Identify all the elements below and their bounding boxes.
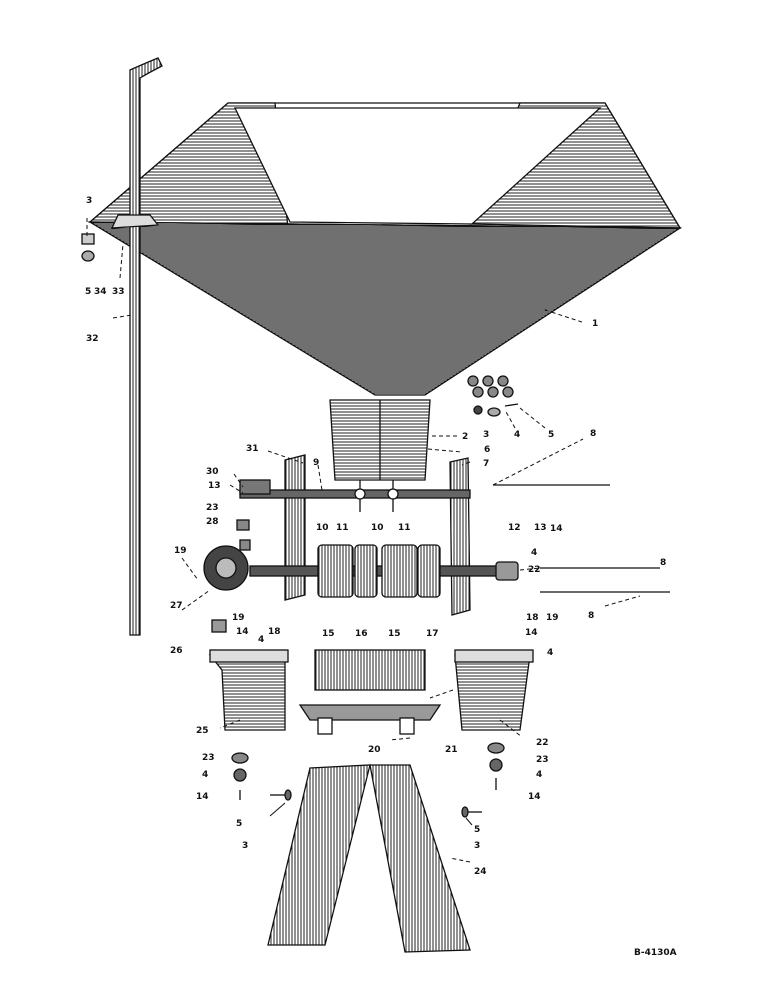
callout: 8 <box>588 611 594 621</box>
right-side-plate <box>449 457 471 616</box>
callout: 30 <box>206 467 219 477</box>
spout <box>267 764 471 953</box>
left-lower-bracket <box>208 649 289 731</box>
hopper <box>87 102 683 396</box>
long-bolts <box>493 484 670 593</box>
callout: 15 <box>388 629 401 639</box>
agitator-shaft <box>239 480 471 512</box>
callout: 28 <box>206 517 219 527</box>
feed-rolls <box>317 544 441 598</box>
callout: 5 <box>548 430 554 440</box>
callout: 8 <box>660 558 666 568</box>
callout: 25 <box>196 726 209 736</box>
lower-fasteners <box>231 742 505 818</box>
callout: 22 <box>536 738 549 748</box>
callout: 7 <box>483 459 489 469</box>
callout: 23 <box>206 503 219 513</box>
callout: 21 <box>445 745 458 755</box>
rod-fasteners <box>81 233 95 262</box>
callout: 15 <box>322 629 335 639</box>
callout: 18 <box>268 627 281 637</box>
callout: 16 <box>355 629 368 639</box>
callout: 14 <box>236 627 249 637</box>
callout: 3 <box>483 430 489 440</box>
callout: 23 <box>202 753 215 763</box>
callout: 4 <box>514 430 520 440</box>
callout: 5 <box>85 287 91 297</box>
callout: 32 <box>86 334 99 344</box>
callout: 20 <box>368 745 381 755</box>
bearing <box>495 561 519 581</box>
callout: 4 <box>547 648 553 658</box>
callout: 14 <box>550 524 563 534</box>
callout: 5 <box>236 819 242 829</box>
callout: 14 <box>528 792 541 802</box>
callout: 19 <box>232 613 245 623</box>
callout: 27 <box>170 601 183 611</box>
callout: 26 <box>170 646 183 656</box>
gate-support <box>298 704 442 735</box>
callout: 10 <box>316 523 329 533</box>
callout: 11 <box>336 523 349 533</box>
callout: 17 <box>426 629 439 639</box>
agitator-rod <box>129 57 163 636</box>
callout: 4 <box>202 770 208 780</box>
rod-bracket <box>110 214 160 229</box>
callout: 10 <box>371 523 384 533</box>
callout: 9 <box>313 458 319 468</box>
callout: 31 <box>246 444 259 454</box>
callout: 13 <box>534 523 547 533</box>
right-lower-bracket <box>454 649 534 731</box>
drive-gear <box>203 545 249 591</box>
left-side-plate <box>284 454 306 601</box>
callout: 19 <box>546 613 559 623</box>
callout: 1 <box>592 319 598 329</box>
callout: 4 <box>531 548 537 558</box>
drawing-code: B-4130A <box>634 948 677 958</box>
callout: 4 <box>258 635 264 645</box>
callout: 6 <box>484 445 490 455</box>
callout: 22 <box>528 565 541 575</box>
callout: 2 <box>462 432 468 442</box>
upper-fasteners <box>467 375 519 417</box>
callout: 33 <box>112 287 125 297</box>
feed-gate <box>314 649 426 691</box>
callout: 23 <box>536 755 549 765</box>
callout: 34 <box>94 287 107 297</box>
callout: 14 <box>525 628 538 638</box>
callout: 18 <box>526 613 539 623</box>
callout: 5 <box>474 825 480 835</box>
callout: 8 <box>590 429 596 439</box>
callout: 3 <box>474 841 480 851</box>
callout: 3 <box>242 841 248 851</box>
callout: 11 <box>398 523 411 533</box>
callout: 13 <box>208 481 221 491</box>
callout: 4 <box>536 770 542 780</box>
callouts: 1 2 3 3 3 3 4 4 4 4 4 4 5 5 5 5 6 7 8 8 … <box>85 196 666 877</box>
callout: 24 <box>474 867 487 877</box>
callout: 3 <box>86 196 92 206</box>
callout: 14 <box>196 792 209 802</box>
gear-spacers <box>211 479 271 633</box>
leader-lines <box>86 218 641 863</box>
feed-chute <box>329 399 431 481</box>
callout: 19 <box>174 546 187 556</box>
callout: 12 <box>508 523 521 533</box>
